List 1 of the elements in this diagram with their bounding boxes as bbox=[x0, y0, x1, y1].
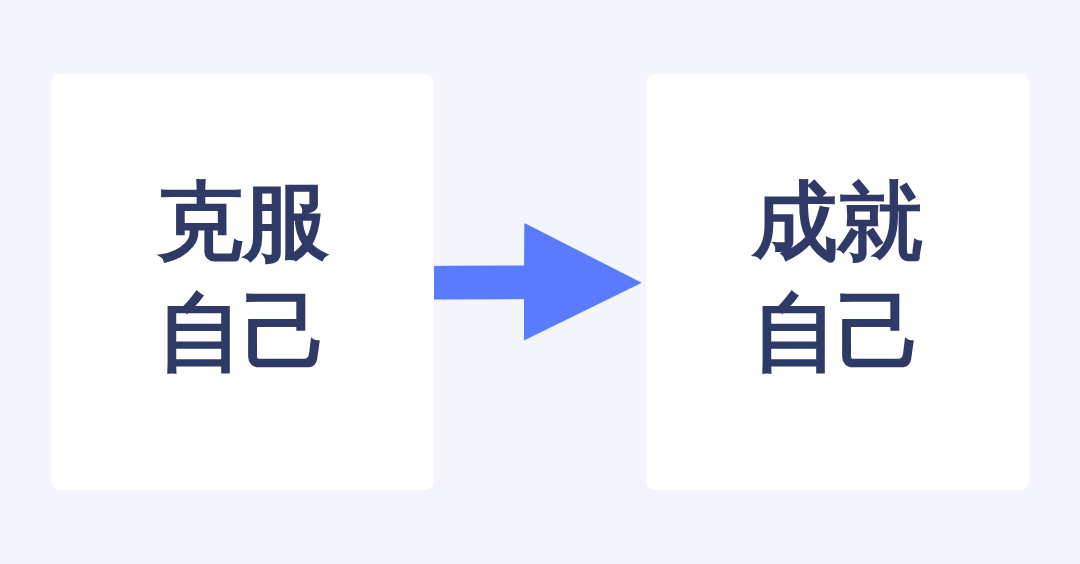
arrow bbox=[433, 223, 642, 341]
